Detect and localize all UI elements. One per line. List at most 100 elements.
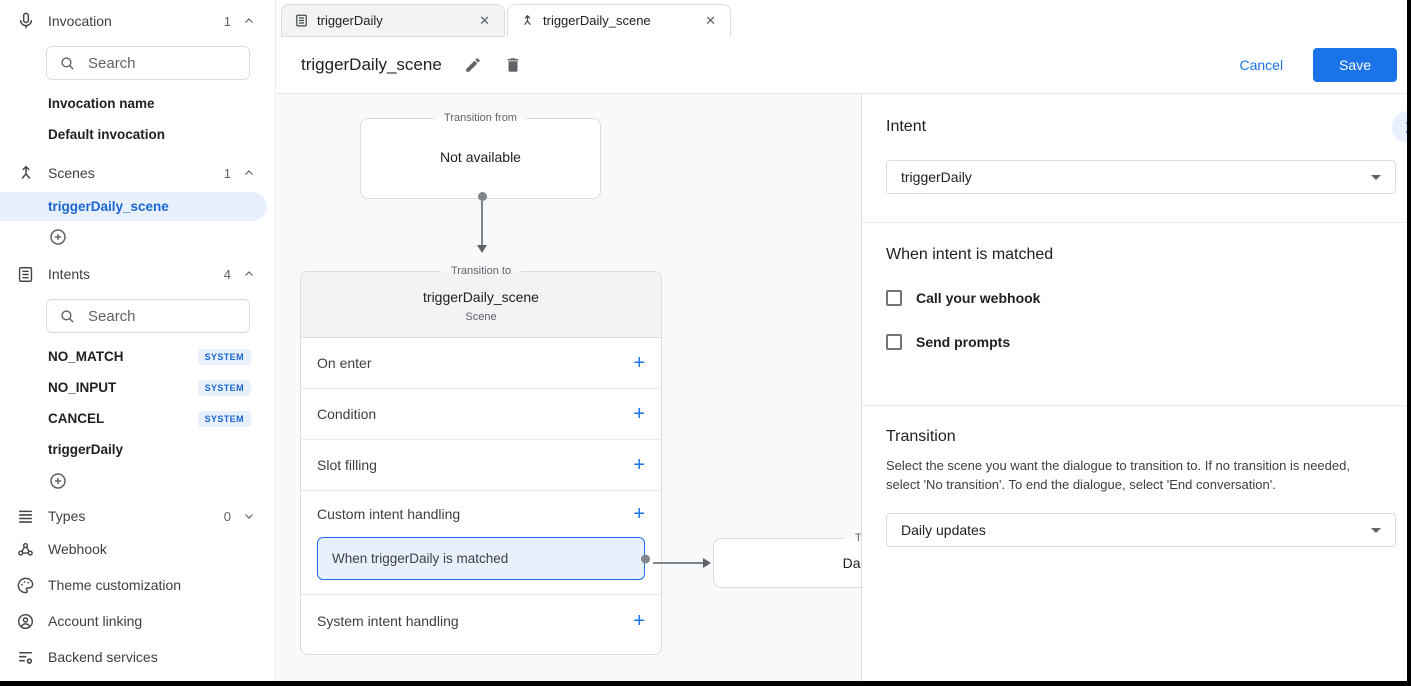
checkbox-unchecked-icon[interactable] xyxy=(886,334,902,350)
custom-intent-row-top: Custom intent handling + xyxy=(301,491,661,537)
sidebar-section-intents[interactable]: Intents 4 xyxy=(0,259,275,289)
search-input[interactable] xyxy=(86,306,237,326)
sidebar-item-triggerdaily[interactable]: triggerDaily xyxy=(0,434,275,465)
sidebar-section-invocation[interactable]: Invocation 1 xyxy=(0,6,275,36)
transition-select[interactable]: Daily updates xyxy=(886,513,1396,547)
sidebar-item-cancel[interactable]: CANCEL SYSTEM xyxy=(0,403,275,434)
properties-panel: Intent triggerDaily When intent is match… xyxy=(861,94,1411,681)
transition-heading: Transition xyxy=(886,428,956,445)
item-label: triggerDaily_scene xyxy=(48,199,169,214)
connector-down-arrow xyxy=(477,192,487,253)
sidebar: Invocation 1 Invocation name Default inv… xyxy=(0,0,276,681)
edit-pencil-icon[interactable] xyxy=(464,56,482,74)
arrowhead-right-icon xyxy=(703,558,711,568)
page-title: triggerDaily_scene xyxy=(301,55,442,74)
add-condition-button[interactable]: + xyxy=(633,403,645,425)
when-matched-heading: When intent is matched xyxy=(886,246,1054,263)
plus-circle-icon xyxy=(48,471,68,491)
sidebar-item-invocation-name[interactable]: Invocation name xyxy=(0,88,275,119)
cancel-button[interactable]: Cancel xyxy=(1239,57,1284,73)
sidebar-item-account-linking[interactable]: Account linking xyxy=(0,603,275,639)
section-count: 0 xyxy=(223,508,231,524)
tab-triggerdaily-scene[interactable]: triggerDaily_scene ✕ xyxy=(507,4,731,37)
section-label: Types xyxy=(48,508,86,524)
panel-divider xyxy=(862,405,1411,406)
connector-dot xyxy=(641,554,650,563)
sidebar-section-scenes[interactable]: Scenes 1 xyxy=(0,158,275,188)
connector-dot xyxy=(477,192,487,201)
sidebar-item-no-input[interactable]: NO_INPUT SYSTEM xyxy=(0,372,275,403)
intent-select[interactable]: triggerDaily xyxy=(886,160,1396,194)
add-scene-button[interactable] xyxy=(0,221,275,253)
invocation-search xyxy=(46,46,250,80)
webhook-icon xyxy=(16,539,40,559)
sidebar-item-theme-customization[interactable]: Theme customization xyxy=(0,567,275,603)
call-webhook-checkbox-row[interactable]: Call your webhook xyxy=(886,290,1040,306)
scene-icon xyxy=(16,163,40,183)
tab-label: triggerDaily_scene xyxy=(543,13,651,28)
search-icon xyxy=(59,308,76,325)
section-count: 1 xyxy=(223,13,231,29)
nav-label: Account linking xyxy=(48,613,143,629)
main-area: triggerDaily ✕ triggerDaily_scene ✕ trig… xyxy=(277,0,1411,681)
matched-intent-card[interactable]: When triggerDaily is matched xyxy=(317,537,650,580)
close-icon[interactable]: ✕ xyxy=(479,12,490,28)
sidebar-item-webhook[interactable]: Webhook xyxy=(0,531,275,567)
row-label: On enter xyxy=(317,355,372,371)
sidebar-item-triggerdaily-scene[interactable]: triggerDaily_scene xyxy=(0,192,267,221)
plus-circle-icon xyxy=(48,227,68,247)
add-intent-button[interactable] xyxy=(0,465,275,497)
flow-canvas: Transition from Not available Transition… xyxy=(277,94,861,681)
sidebar-item-backend-services[interactable]: Backend services xyxy=(0,639,275,675)
item-label: Invocation name xyxy=(48,96,155,111)
scene-row-system-intent-handling: System intent handling + xyxy=(301,595,661,646)
add-on-enter-button[interactable]: + xyxy=(633,352,645,374)
add-custom-intent-button[interactable]: + xyxy=(633,503,645,525)
account-icon xyxy=(16,611,40,631)
sidebar-section-types[interactable]: Types 0 xyxy=(0,501,275,531)
dropdown-caret-icon xyxy=(1371,174,1381,180)
page-header: triggerDaily_scene Cancel Save xyxy=(277,37,1411,94)
close-icon[interactable]: ✕ xyxy=(705,12,716,28)
section-label: Intents xyxy=(48,266,91,282)
matched-intent-label: When triggerDaily is matched xyxy=(332,551,509,566)
add-slot-filling-button[interactable]: + xyxy=(633,454,645,476)
scene-row-on-enter: On enter + xyxy=(301,338,661,389)
chevron-up-icon xyxy=(243,167,255,179)
transition-description: Select the scene you want the dialogue t… xyxy=(886,458,1350,492)
nav-label: Backend services xyxy=(48,649,158,665)
tab-bar: triggerDaily ✕ triggerDaily_scene ✕ xyxy=(277,0,1411,37)
sidebar-item-no-match[interactable]: NO_MATCH SYSTEM xyxy=(0,341,275,372)
row-label: Custom intent handling xyxy=(317,506,461,522)
tab-label: triggerDaily xyxy=(317,13,383,28)
window-edge-right xyxy=(1407,0,1411,686)
send-prompts-checkbox-row[interactable]: Send prompts xyxy=(886,334,1010,350)
intents-search xyxy=(46,299,250,333)
not-available-text: Not available xyxy=(440,149,521,165)
checkbox-label: Send prompts xyxy=(916,334,1011,350)
panel-divider xyxy=(862,222,1411,223)
connector-line xyxy=(481,201,483,245)
scene-node-title: triggerDaily_scene xyxy=(423,289,539,305)
node-legend: Transition from xyxy=(434,112,527,125)
search-icon xyxy=(59,55,76,72)
workspace: Transition from Not available Transition… xyxy=(277,94,1411,681)
save-button[interactable]: Save xyxy=(1313,48,1397,82)
row-label: System intent handling xyxy=(317,612,459,629)
transition-target-node[interactable]: Transition to Daily updates xyxy=(713,532,861,588)
search-input[interactable] xyxy=(86,53,237,73)
scene-row-slot-filling: Slot filling + xyxy=(301,440,661,491)
row-label: Slot filling xyxy=(317,457,377,473)
dropdown-caret-icon xyxy=(1371,527,1381,533)
checkbox-unchecked-icon[interactable] xyxy=(886,290,902,306)
section-label: Invocation xyxy=(48,13,112,29)
arrowhead-down-icon xyxy=(477,245,487,253)
services-gear-icon xyxy=(16,647,40,667)
tab-triggerdaily[interactable]: triggerDaily ✕ xyxy=(281,4,505,37)
delete-trash-icon[interactable] xyxy=(504,56,522,74)
window-edge-bottom xyxy=(0,681,1411,686)
system-badge: SYSTEM xyxy=(197,410,251,427)
add-system-intent-button[interactable]: + xyxy=(633,609,645,632)
sidebar-item-default-invocation[interactable]: Default invocation xyxy=(0,119,275,150)
